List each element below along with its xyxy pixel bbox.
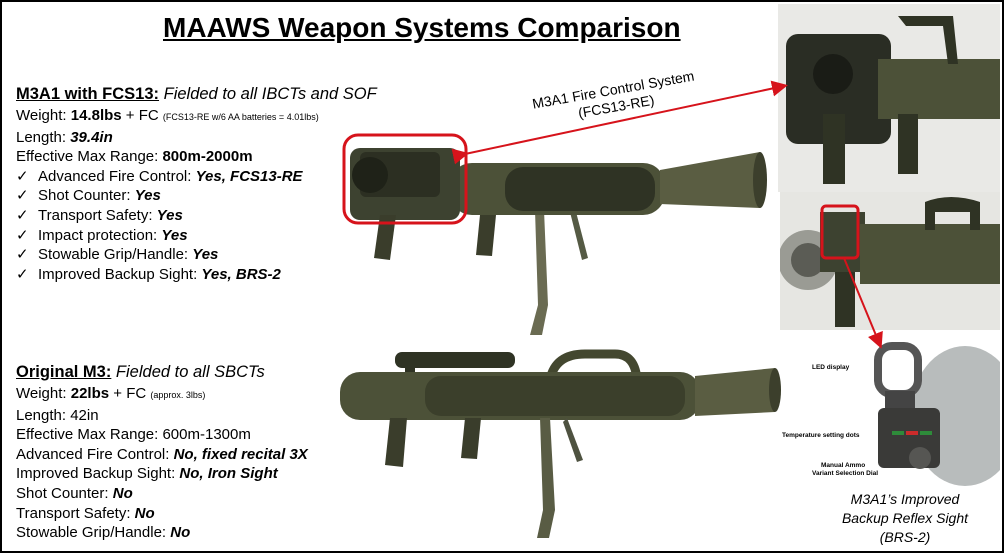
caption-line-2: Backup Reflex Sight <box>841 510 969 526</box>
feature-label: Advanced Fire Control: <box>38 167 196 185</box>
m3a1-weight-note: (FCS13-RE w/6 AA batteries = 4.01lbs) <box>162 112 319 122</box>
feature-value: Yes <box>161 226 188 244</box>
caption-line-3: (BRS-2) <box>879 529 931 545</box>
m3-range-value: 600m-1300m <box>162 426 251 444</box>
feature-value: Yes <box>134 187 161 205</box>
brs2-sight-image <box>820 336 1000 486</box>
feature-value: No, Iron Sight <box>179 465 278 483</box>
m3-length: Length: 42in <box>16 406 308 426</box>
m3a1-subtitle: Fielded to all IBCTs and SOF <box>159 85 377 103</box>
m3-length-label: Length: <box>16 406 71 424</box>
m3a1-range-label: Effective Max Range: <box>16 148 163 166</box>
feature-value: Yes <box>156 206 183 224</box>
feature-label: Stowable Grip/Handle: <box>16 524 171 542</box>
m3a1-spec-block: M3A1 with FCS13: Fielded to all IBCTs an… <box>16 84 377 284</box>
feature-value: Yes <box>192 246 219 264</box>
m3-weight: Weight: 22lbs + FC (approx. 3lbs) <box>16 384 308 406</box>
m3a1-length-label: Length: <box>16 128 71 146</box>
feature-label: Shot Counter: <box>38 187 135 205</box>
m3-feature: Transport Safety: No <box>16 504 308 524</box>
feature-value: Yes, BRS-2 <box>201 265 281 283</box>
caption-line-1: M3A1’s Improved <box>850 491 960 507</box>
m3a1-range-value: 800m-2000m <box>162 148 253 166</box>
arrow-to-brs <box>843 257 883 349</box>
slide-title: MAAWS Weapon Systems Comparison <box>163 12 681 43</box>
m3-feature: Shot Counter: No <box>16 484 308 504</box>
m3-name: Original M3: <box>16 363 112 381</box>
m3a1-length: Length: 39.4in <box>16 128 377 148</box>
m3a1-feature: ✓ Transport Safety: Yes <box>16 206 377 226</box>
feature-label: Advanced Fire Control: <box>16 445 174 463</box>
m3-weight-value: 22lbs <box>70 385 110 402</box>
m3a1-weight-label: Weight: <box>16 107 71 124</box>
check-icon: ✓ <box>16 187 29 205</box>
led-display-label: LED display <box>812 364 850 371</box>
m3-weight-label: Weight: <box>16 385 71 402</box>
feature-value: No, fixed recital 3X <box>173 445 308 463</box>
feature-value: No <box>112 484 133 502</box>
feature-label: Shot Counter: <box>16 484 113 502</box>
check-icon: ✓ <box>16 226 29 244</box>
m3a1-weight-value: 14.8lbs <box>70 107 122 124</box>
feature-value: No <box>134 504 155 522</box>
m3-weapon-image <box>340 349 781 538</box>
feature-value: Yes, FCS13-RE <box>195 167 303 185</box>
check-icon: ✓ <box>16 167 29 185</box>
m3-feature: Improved Backup Sight: No, Iron Sight <box>16 464 308 484</box>
m3-range-label: Effective Max Range: <box>16 426 163 444</box>
feature-label: Improved Backup Sight: <box>16 465 180 483</box>
m3a1-feature: ✓ Advanced Fire Control: Yes, FCS13-RE <box>16 167 377 187</box>
check-icon: ✓ <box>16 246 29 264</box>
temperature-dots-label: Temperature setting dots <box>782 432 860 439</box>
m3-feature: Stowable Grip/Handle: No <box>16 523 308 543</box>
dial-label-line-2: Variant Selection Dial <box>812 470 879 477</box>
m3a1-heading: M3A1 with FCS13: Fielded to all IBCTs an… <box>16 84 377 105</box>
feature-label: Transport Safety: <box>38 206 157 224</box>
m3a1-feature: ✓ Stowable Grip/Handle: Yes <box>16 245 377 265</box>
brs-mount-image <box>780 192 1000 330</box>
m3-weight-note: (approx. 3lbs) <box>150 390 206 400</box>
m3a1-weight: Weight: 14.8lbs + FC (FCS13-RE w/6 AA ba… <box>16 106 377 128</box>
m3a1-length-value: 39.4in <box>70 128 113 146</box>
dial-label-line-1: Manual Ammo <box>821 462 866 469</box>
m3-subtitle: Fielded to all SBCTs <box>111 363 265 381</box>
check-icon: ✓ <box>16 265 29 283</box>
m3a1-feature: ✓ Improved Backup Sight: Yes, BRS-2 <box>16 265 377 285</box>
m3-length-value: 42in <box>70 406 99 424</box>
fcs13-closeup-image <box>778 4 1000 192</box>
feature-label: Stowable Grip/Handle: <box>38 246 193 264</box>
m3a1-weight-fc: + FC <box>121 107 163 124</box>
m3-range: Effective Max Range: 600m-1300m <box>16 425 308 445</box>
m3-weight-fc: + FC <box>109 385 151 402</box>
arrow-to-fcs <box>451 80 788 165</box>
m3a1-range: Effective Max Range: 800m-2000m <box>16 147 377 167</box>
m3-feature: Advanced Fire Control: No, fixed recital… <box>16 445 308 465</box>
check-icon: ✓ <box>16 206 29 224</box>
m3a1-name: M3A1 with FCS13: <box>16 85 160 103</box>
m3a1-feature: ✓ Shot Counter: Yes <box>16 186 377 206</box>
m3a1-feature: ✓ Impact protection: Yes <box>16 226 377 246</box>
m3-heading: Original M3: Fielded to all SBCTs <box>16 362 308 383</box>
feature-label: Impact protection: <box>38 226 162 244</box>
brs2-caption: M3A1’s Improved Backup Reflex Sight (BRS… <box>810 490 1000 547</box>
feature-label: Transport Safety: <box>16 504 135 522</box>
m3a1-weapon-image <box>342 133 767 335</box>
feature-label: Improved Backup Sight: <box>38 265 202 283</box>
feature-value: No <box>170 524 191 542</box>
m3-spec-block: Original M3: Fielded to all SBCTs Weight… <box>16 362 308 543</box>
